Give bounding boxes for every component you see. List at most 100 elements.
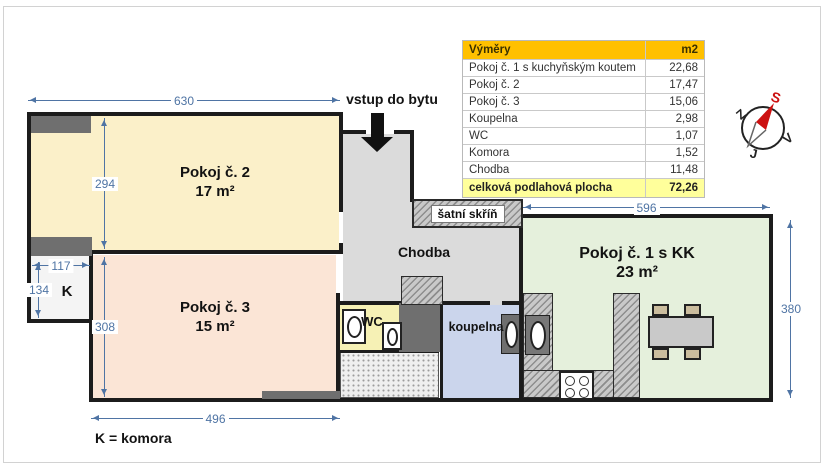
- legend-note: K = komora: [95, 430, 172, 446]
- wall-segment: [394, 130, 414, 134]
- tiled-floor-area: [340, 352, 439, 398]
- wc-washbasin: [382, 322, 402, 350]
- row-name: Pokoj č. 1 s kuchyňským koutem: [469, 62, 636, 74]
- wall-segment: [339, 350, 439, 353]
- stove-burner-icon: [579, 388, 589, 398]
- room-label-chodba: Chodba: [397, 244, 451, 260]
- wall-segment: [769, 214, 773, 402]
- row-value: 17,47: [645, 77, 704, 93]
- wall-segment: [339, 130, 366, 134]
- table-row: Komora 1,52: [463, 144, 704, 161]
- room-name: Pokoj č. 1 s KK: [579, 245, 695, 262]
- sink-basin-icon: [530, 321, 546, 350]
- wall-segment: [410, 130, 414, 202]
- room-label-pokoj1: Pokoj č. 1 s KK 23 m²: [537, 244, 737, 282]
- wall-block: [31, 237, 92, 256]
- compass-needle-tail: [746, 121, 767, 149]
- wall-segment: [27, 319, 93, 323]
- dim-value: 630: [170, 94, 198, 108]
- total-value: 72,26: [645, 179, 704, 197]
- compass-icon: S Z V J: [735, 90, 796, 162]
- wall-block: [31, 116, 91, 133]
- row-name: Pokoj č. 3: [469, 96, 520, 108]
- wall-segment: [339, 243, 343, 254]
- row-value: 11,48: [645, 162, 704, 178]
- kitchen-counter-right: [613, 293, 640, 398]
- row-name: Komora: [469, 147, 510, 159]
- basin-icon: [387, 328, 398, 346]
- basin-icon: [505, 321, 518, 348]
- toilet-bowl-icon: [347, 316, 362, 338]
- stove-burner-icon: [565, 388, 575, 398]
- row-value: 2,98: [645, 111, 704, 127]
- dim-value: 496: [202, 412, 229, 426]
- bathroom-washbasin: [501, 314, 520, 354]
- toilet: [342, 309, 366, 344]
- row-value: 15,06: [645, 94, 704, 110]
- compass-circle: [741, 106, 785, 150]
- row-name: WC: [469, 130, 489, 142]
- dim-pokoj2-width: 630: [28, 94, 340, 108]
- room-label-wc: WC: [361, 314, 383, 329]
- row-name: Chodba: [469, 164, 510, 176]
- chair-icon: [684, 304, 701, 316]
- wardrobe-satni-skrin: šatní skříň: [412, 199, 523, 228]
- chair-icon: [652, 304, 669, 316]
- wall-segment: [339, 112, 343, 212]
- compass-s-label: J: [749, 145, 759, 161]
- row-value: 1,52: [645, 145, 704, 161]
- compass-needle-north: [756, 103, 774, 130]
- wall-segment: [519, 214, 773, 218]
- wall-segment: [27, 250, 343, 254]
- row-name: Pokoj č. 2: [469, 79, 520, 91]
- wall-segment: [89, 251, 93, 402]
- wall-segment: [440, 301, 490, 305]
- wall-segment: [519, 214, 523, 402]
- compass-n-label: S: [769, 90, 783, 106]
- wall-segment: [27, 112, 31, 323]
- entrance-arrow-icon: [371, 113, 384, 138]
- entrance-label: vstup do bytu: [346, 91, 438, 107]
- hall-cabinet: [401, 276, 443, 305]
- row-value: 1,07: [645, 128, 704, 144]
- wall-segment: [336, 301, 440, 305]
- table-row: Pokoj č. 2 17,47: [463, 76, 704, 93]
- window-block: [262, 391, 340, 399]
- areas-table-total-row: celková podlahová plocha 72,26: [463, 178, 704, 197]
- total-name: celková podlahová plocha: [469, 182, 613, 194]
- room-name: Pokoj č. 2: [179, 164, 251, 181]
- room-area: 23 m²: [616, 264, 658, 281]
- dining-table: [648, 316, 714, 348]
- room-name: Pokoj č. 3: [179, 299, 251, 316]
- areas-table-header: Výměry m2: [463, 41, 704, 59]
- dim-pokoj1-height: 380: [777, 220, 805, 398]
- wardrobe-label: šatní skříň: [430, 204, 505, 223]
- wall-segment: [502, 301, 522, 305]
- stove-burner-icon: [565, 376, 575, 386]
- dim-value: 596: [633, 201, 660, 215]
- room-pokoj2-fill: [31, 116, 339, 250]
- wall-segment: [27, 112, 343, 116]
- table-row: WC 1,07: [463, 127, 704, 144]
- wall-segment: [440, 301, 443, 398]
- table-row: Koupelna 2,98: [463, 110, 704, 127]
- dim-value: 380: [777, 302, 805, 316]
- areas-table: Výměry m2 Pokoj č. 1 s kuchyňským koutem…: [462, 40, 705, 198]
- room-label-koupelna: koupelna: [448, 320, 504, 334]
- areas-table-header-name: Výměry: [469, 44, 511, 56]
- dim-pokoj1-width: 596: [523, 201, 770, 215]
- table-row: Pokoj č. 1 s kuchyňským koutem 22,68: [463, 59, 704, 76]
- room-pokoj1-fill: [523, 218, 769, 398]
- room-area: 15 m²: [195, 318, 235, 335]
- row-value: 22,68: [645, 60, 704, 76]
- chair-icon: [684, 348, 701, 360]
- stove-burner-icon: [579, 376, 589, 386]
- wc-side-block: [399, 303, 440, 352]
- room-label-pokoj3: Pokoj č. 3 15 m²: [115, 298, 315, 336]
- stove: [559, 371, 594, 400]
- wall-segment: [89, 398, 773, 402]
- room-area: 17 m²: [195, 183, 235, 200]
- areas-table-header-unit: m2: [645, 41, 704, 59]
- entrance-arrowhead-icon: [361, 137, 393, 152]
- table-row: Chodba 11,48: [463, 161, 704, 178]
